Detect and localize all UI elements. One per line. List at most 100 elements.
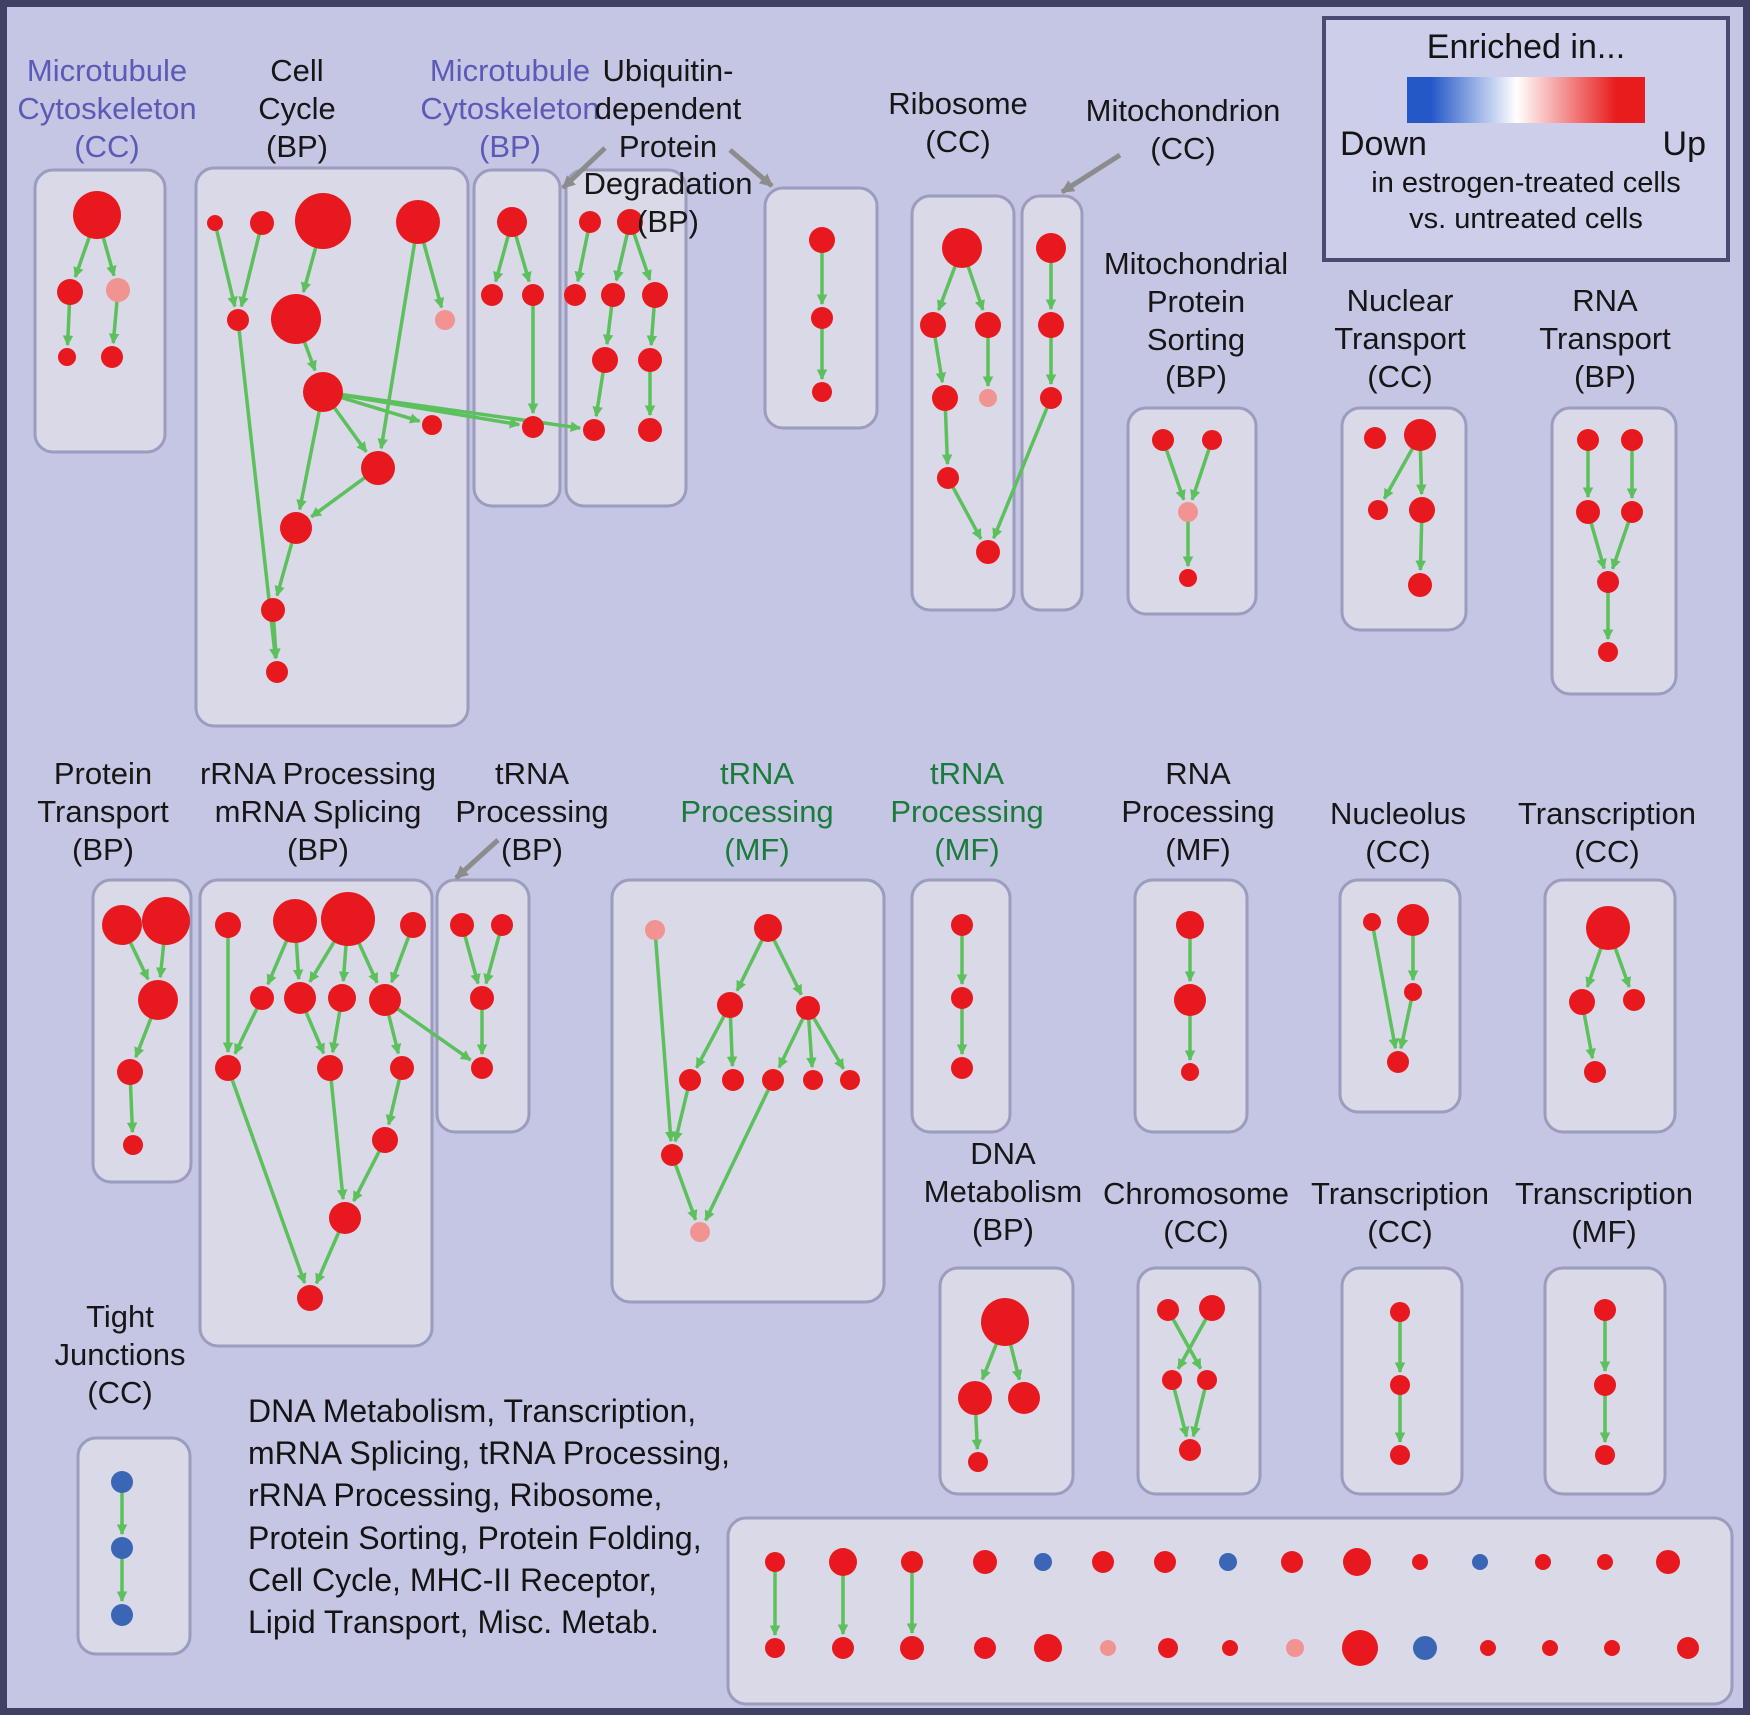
- edge-arrow-cc2-cc5: [238, 233, 262, 308]
- node-pt3: [138, 980, 178, 1020]
- legend-down-label: Down: [1340, 125, 1427, 163]
- cluster-box-nu: [1338, 878, 1462, 1114]
- edge-arrow-rr3-rr8: [357, 941, 379, 984]
- node-y11: [1413, 1636, 1437, 1660]
- edge-arrow-ub5-ub7: [646, 306, 658, 347]
- edge-arrow-rr2-rr6: [292, 941, 304, 981]
- node-y14: [1604, 1640, 1620, 1656]
- node-mps4: [1179, 569, 1197, 587]
- node-dn3: [1008, 1382, 1040, 1414]
- node-ts2: [951, 987, 973, 1009]
- edge-arrow-mito3-rib7: [992, 406, 1049, 540]
- node-nu4: [1387, 1051, 1409, 1073]
- cluster-box-dn: [938, 1266, 1075, 1496]
- node-nt1: [1364, 427, 1386, 449]
- node-y5: [1034, 1634, 1062, 1662]
- edge-arrow-tm4-tm8: [806, 1018, 817, 1069]
- legend-scale-labels: Down Up: [1326, 123, 1726, 164]
- edge-arrow-pt2-pt3: [156, 943, 167, 979]
- node-tm10: [661, 1144, 683, 1166]
- node-rp2: [1174, 984, 1206, 1016]
- edge-arrow-cc8-cc10: [332, 406, 368, 453]
- node-cc1: [207, 215, 223, 231]
- node-tm2: [754, 914, 782, 942]
- edge-arrow-rr9-rr14: [230, 1078, 307, 1284]
- cluster-box-tm: [610, 878, 886, 1304]
- node-rr9: [215, 1055, 241, 1081]
- node-tc3: [1623, 989, 1645, 1011]
- node-dn2: [958, 1381, 992, 1415]
- edge-arrow-pt4-pt5: [126, 1083, 138, 1134]
- misc-categories-note: DNA Metabolism, Transcription, mRNA Spli…: [248, 1393, 730, 1641]
- node-y9: [1286, 1639, 1304, 1657]
- legend-title: Enriched in...: [1426, 28, 1626, 66]
- edge-arrow-dn1-dn3: [1008, 1343, 1023, 1381]
- edge-arrow-ch2-ch3: [1176, 1317, 1208, 1370]
- node-cc4: [396, 200, 440, 244]
- node-y3: [900, 1636, 924, 1660]
- cluster-box-nt: [1340, 406, 1468, 632]
- node-mtbp4: [522, 416, 544, 438]
- edge-arrow-trbp2-trbp3: [483, 934, 502, 985]
- edge-arrow-mtcc1-mtcc3: [101, 236, 117, 277]
- node-cc10: [361, 451, 395, 485]
- node-rr5: [250, 986, 274, 1010]
- edge-arrow-nt2-nt4: [1416, 449, 1427, 496]
- edge-arrow-mtbp1-mtbp3: [514, 234, 532, 283]
- node-dn4: [968, 1452, 988, 1472]
- node-mito1: [1036, 233, 1066, 263]
- node-cc6: [271, 294, 321, 344]
- node-ub5: [642, 282, 668, 308]
- edge-arrow-cc8-cc11: [296, 410, 322, 511]
- node-mtbp1: [497, 207, 527, 237]
- node-rr14: [297, 1285, 323, 1311]
- node-ube3: [812, 382, 832, 402]
- node-u1: [1390, 1302, 1410, 1322]
- edge-arrow-rib1-rib3: [966, 265, 985, 311]
- node-mito2: [1038, 312, 1064, 338]
- node-rib7: [976, 540, 1000, 564]
- node-cc7: [435, 310, 455, 330]
- cluster-box-rt: [1550, 406, 1678, 696]
- cluster-box-cc: [194, 166, 470, 728]
- node-mtcc5: [101, 346, 123, 368]
- node-tm3: [717, 992, 743, 1018]
- edge-arrow-rt4-rt5: [1610, 520, 1631, 570]
- node-mps3: [1178, 502, 1198, 522]
- node-cc2: [250, 211, 274, 235]
- node-tj2: [111, 1537, 133, 1559]
- node-ub1: [579, 211, 601, 233]
- node-trbp3: [470, 986, 494, 1010]
- node-tm8: [803, 1070, 823, 1090]
- node-rr7: [328, 984, 356, 1012]
- node-rt1: [1577, 429, 1599, 451]
- node-rt3: [1576, 500, 1600, 524]
- node-tm1: [645, 920, 665, 940]
- node-rr12: [372, 1127, 398, 1153]
- cluster-box-tc: [1543, 878, 1677, 1134]
- node-rr6: [284, 982, 316, 1014]
- node-rr10: [317, 1055, 343, 1081]
- node-pt5: [123, 1135, 143, 1155]
- cluster-box-misc: [726, 1516, 1734, 1706]
- node-pt1: [102, 905, 142, 945]
- node-ch3: [1162, 1370, 1182, 1390]
- node-u2: [1390, 1375, 1410, 1395]
- node-trbp4: [471, 1057, 493, 1079]
- edge-arrow-ub2-ub5: [632, 232, 652, 281]
- edge-arrow-rr10-rr13: [329, 1079, 348, 1201]
- node-tj1: [111, 1471, 133, 1493]
- node-cc8: [303, 372, 343, 412]
- node-rt4: [1621, 501, 1643, 523]
- node-tj3: [111, 1604, 133, 1626]
- edge-arrow-nt2-nt3: [1382, 447, 1415, 500]
- node-y7: [1158, 1638, 1178, 1658]
- node-x15: [1656, 1550, 1680, 1574]
- node-ub8: [583, 419, 605, 441]
- node-ub4: [601, 283, 625, 307]
- node-rt2: [1621, 429, 1643, 451]
- node-pt2: [142, 897, 190, 945]
- node-nu2: [1397, 904, 1429, 936]
- edge-arrow-mtcc2-mtcc4: [62, 303, 74, 347]
